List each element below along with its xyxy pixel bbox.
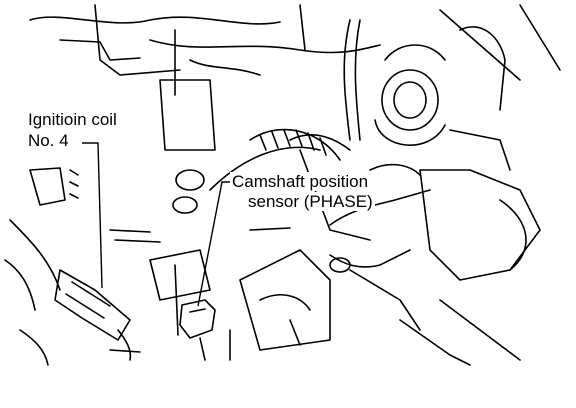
camshaft-sensor-label-line1: Camshaft position: [230, 172, 371, 191]
sensor-leader-line: [197, 181, 232, 307]
coil-leader-line: [82, 142, 103, 289]
camshaft-sensor-label-line2: sensor (PHASE): [246, 192, 375, 211]
ignition-coil-label-line1: Ignitioin coil: [26, 110, 119, 129]
ignition-coil-label-line2: No. 4: [26, 131, 71, 150]
